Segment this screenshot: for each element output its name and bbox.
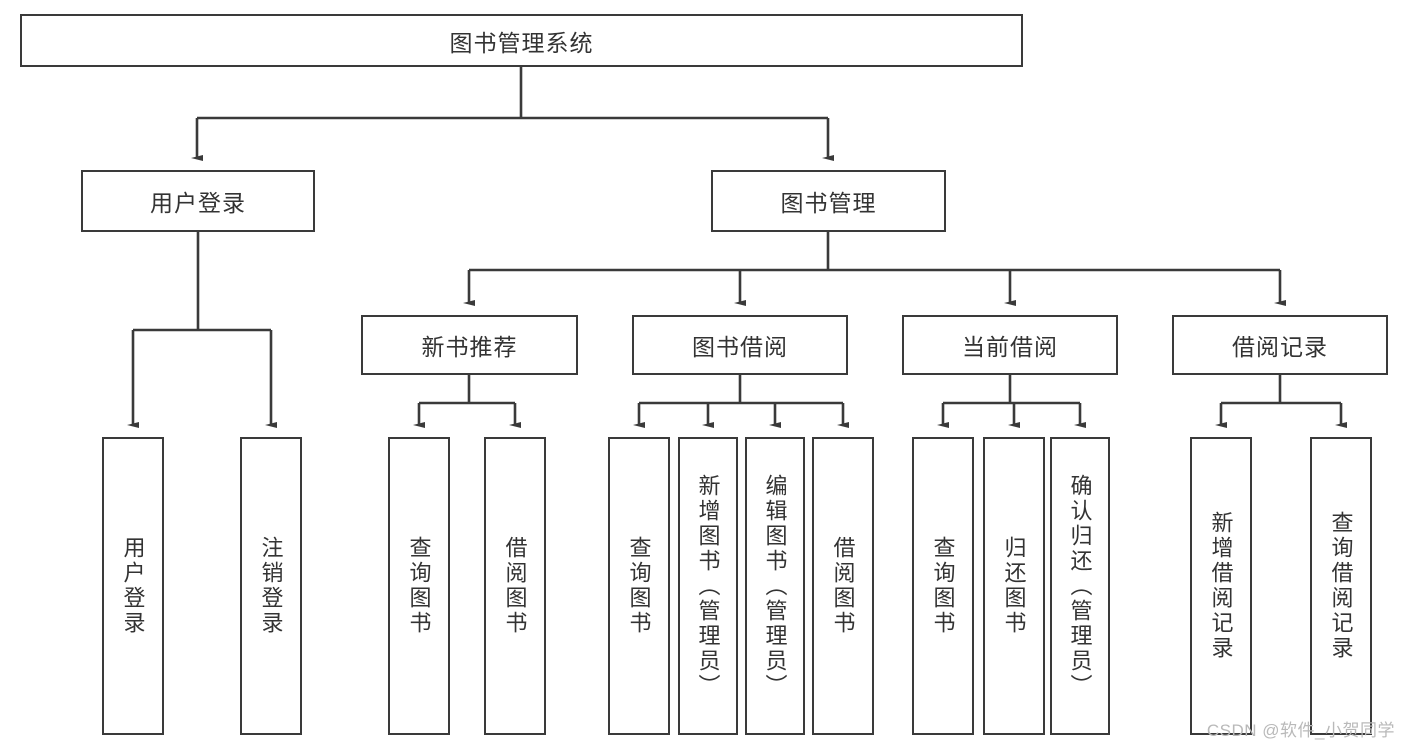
leaf-confirm-return-admin[interactable]: 确认归还（管理员） [1050,437,1110,735]
leaf-add-borrow-record-label: 新增借阅记录 [1208,511,1234,661]
node-new-book-recommend[interactable]: 新书推荐 [361,315,578,375]
node-borrow-record[interactable]: 借阅记录 [1172,315,1388,375]
leaf-logout[interactable]: 注销登录 [240,437,302,735]
node-current-borrow[interactable]: 当前借阅 [902,315,1118,375]
leaf-add-borrow-record[interactable]: 新增借阅记录 [1190,437,1252,735]
leaf-query-book-current[interactable]: 查询图书 [912,437,974,735]
leaf-borrow-book[interactable]: 借阅图书 [812,437,874,735]
leaf-user-login[interactable]: 用户登录 [102,437,164,735]
leaf-borrow-book-rec-label: 借阅图书 [502,536,528,636]
leaf-query-book-rec-label: 查询图书 [406,536,432,636]
leaf-borrow-book-rec[interactable]: 借阅图书 [484,437,546,735]
leaf-query-book-rec[interactable]: 查询图书 [388,437,450,735]
node-borrow-record-label: 借阅记录 [1232,334,1328,360]
leaf-return-book-label: 归还图书 [1001,536,1027,636]
leaf-confirm-return-admin-label: 确认归还（管理员） [1067,473,1093,699]
node-book-management-label: 图书管理 [780,190,877,216]
leaf-query-borrow-record[interactable]: 查询借阅记录 [1310,437,1372,735]
node-user-login[interactable]: 用户登录 [81,170,315,232]
node-new-book-recommend-label: 新书推荐 [421,334,518,360]
leaf-add-book-admin[interactable]: 新增图书（管理员） [678,437,738,735]
leaf-user-login-label: 用户登录 [120,536,146,636]
leaf-borrow-book-label: 借阅图书 [830,536,856,636]
node-root[interactable]: 图书管理系统 [20,14,1023,67]
node-book-borrow-label: 图书借阅 [692,334,788,360]
csdn-watermark: CSDN @软件_小贺同学 [1206,721,1395,740]
leaf-query-book-current-label: 查询图书 [930,536,956,636]
leaf-query-book-borrow[interactable]: 查询图书 [608,437,670,735]
leaf-query-book-borrow-label: 查询图书 [626,536,652,636]
leaf-add-book-admin-label: 新增图书（管理员） [695,473,721,699]
leaf-edit-book-admin-label: 编辑图书（管理员） [762,473,788,699]
node-book-borrow[interactable]: 图书借阅 [632,315,848,375]
leaf-logout-label: 注销登录 [258,536,284,636]
node-root-label: 图书管理系统 [449,29,594,56]
leaf-return-book[interactable]: 归还图书 [983,437,1045,735]
node-user-login-label: 用户登录 [150,190,246,216]
node-book-management[interactable]: 图书管理 [711,170,946,232]
node-current-borrow-label: 当前借阅 [962,334,1058,360]
leaf-edit-book-admin[interactable]: 编辑图书（管理员） [745,437,805,735]
leaf-query-borrow-record-label: 查询借阅记录 [1328,511,1354,661]
